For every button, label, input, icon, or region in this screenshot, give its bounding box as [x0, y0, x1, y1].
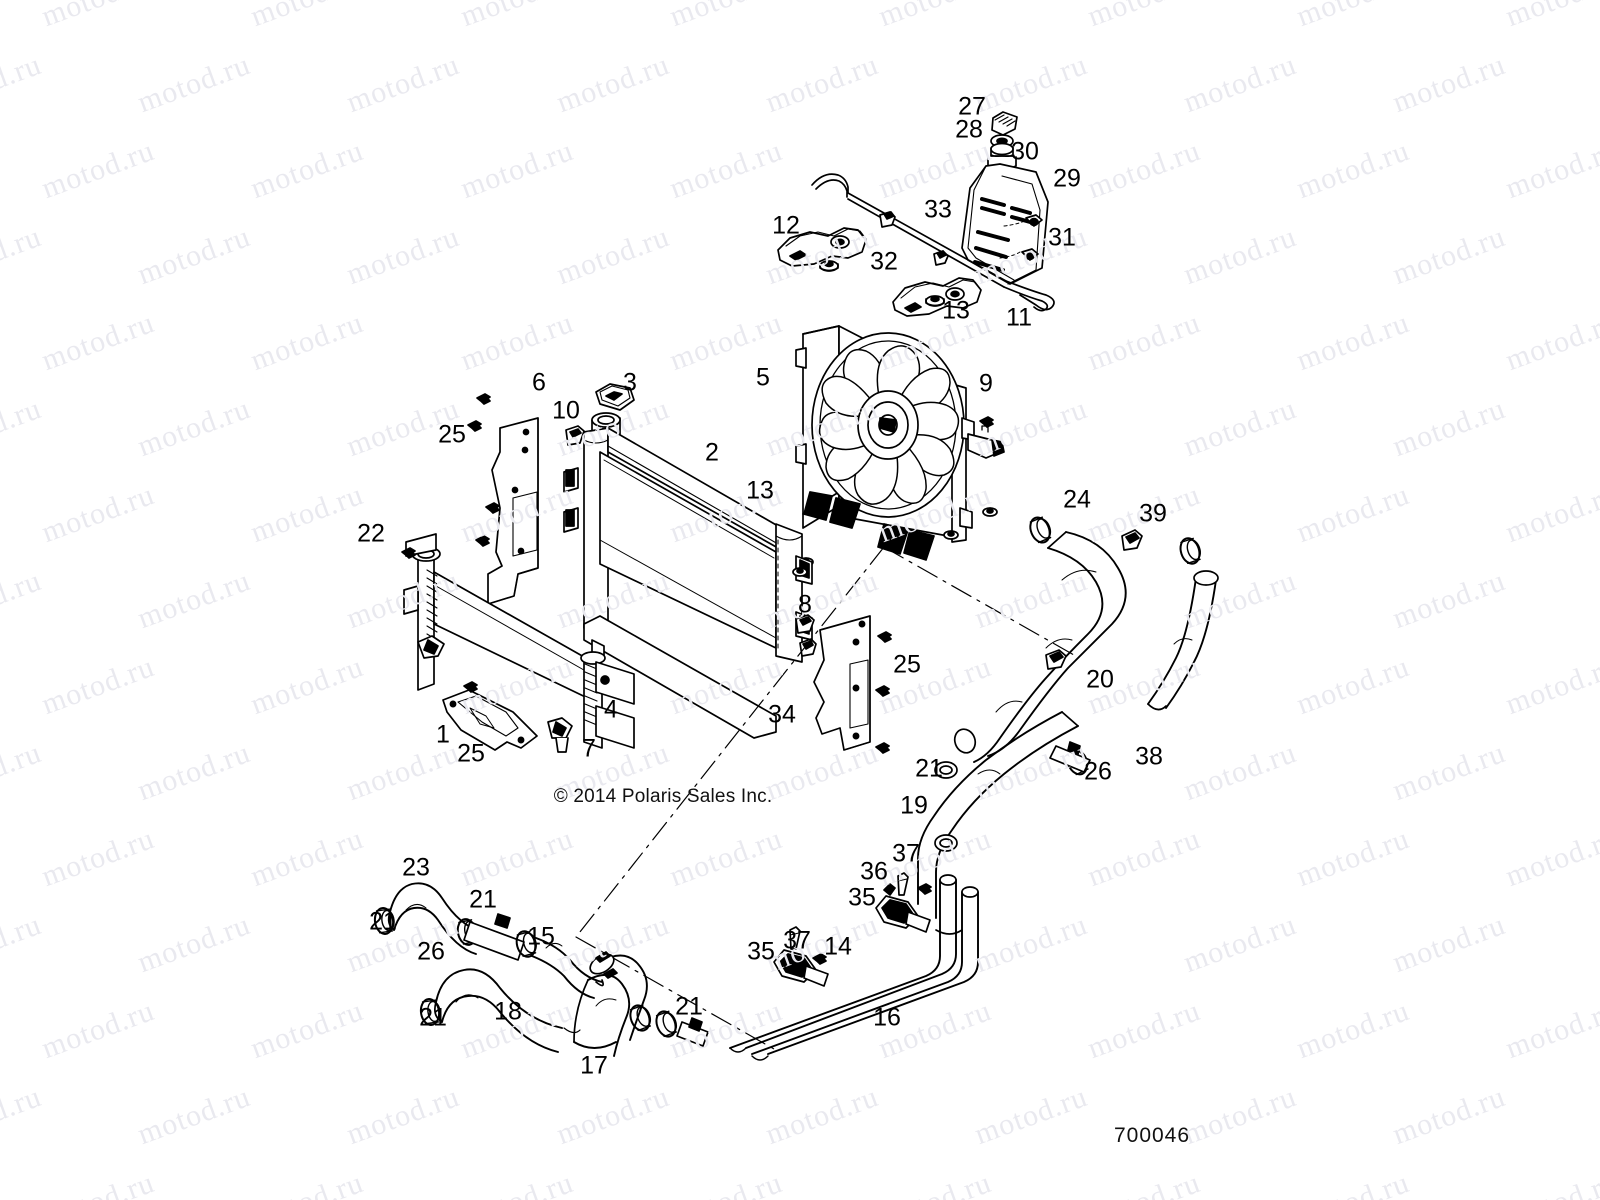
callout-feed-hose: 19	[900, 791, 928, 820]
callout-grommet: 10	[552, 396, 580, 425]
callout-overflow-tube: 33	[924, 195, 952, 224]
callout-drain-fitting: 7	[582, 734, 596, 763]
callout-reservoir-neck-seal: 30	[1011, 137, 1039, 166]
callout-right-air-shroud: 34	[768, 700, 796, 729]
return-hose-art	[418, 968, 581, 1053]
callout-hose-clamp: 21	[675, 992, 703, 1021]
callout-reservoir-cap: 27	[958, 92, 986, 121]
callout-return-hose: 18	[494, 997, 522, 1026]
callout-fan-assembly: 5	[756, 363, 770, 392]
lower-radiator-hose-art	[1147, 534, 1219, 711]
upper-strap-bracket-art	[777, 227, 867, 272]
callout-sensor-screw: 37	[783, 926, 811, 955]
coolant-temp-sensor-art	[773, 872, 932, 987]
callout-sensor-screw: 14	[824, 932, 852, 961]
callout-push-rivet: 25	[457, 739, 485, 768]
callout-oil-cooler-bracket: 4	[604, 695, 618, 724]
callout-cap-seal: 28	[955, 115, 983, 144]
callout-radiator-cap: 3	[623, 368, 637, 397]
callout-lower-shield-bracket: 1	[436, 720, 450, 749]
callout-reservoir-mount-stud: 31	[1048, 223, 1076, 252]
heater-hose-art	[372, 882, 483, 955]
callout-hose-clamp: 21	[469, 885, 497, 914]
coolant-reservoir-art	[961, 111, 1049, 285]
callout-hose-connector: 26	[417, 937, 445, 966]
overflow-tube-art	[811, 173, 1055, 312]
callout-coolant-tube-long: 16	[873, 1003, 901, 1032]
callout-bottle-strap-bracket: 11	[1006, 303, 1032, 332]
callout-coolant-temp-sensor: 35	[747, 937, 775, 966]
callout-hose-clamp: 21	[915, 754, 943, 783]
callout-flange-nut: 13	[942, 296, 970, 325]
diagram-number: 700046	[1113, 1124, 1191, 1147]
callout-spring-clamp: 39	[1139, 499, 1167, 528]
callout-radiator: 2	[705, 438, 719, 467]
upper-radiator-hose-art	[953, 513, 1143, 763]
callout-push-rivet: 25	[438, 420, 466, 449]
callout-lower-hose: 17	[580, 1051, 608, 1080]
feed-hose-art	[917, 711, 1093, 935]
callout-clip: 32	[870, 247, 898, 276]
fan-assembly-art	[795, 325, 1005, 567]
coolant-tube-long-art	[729, 874, 979, 1061]
callout-upper-radiator-hose: 20	[1086, 665, 1114, 694]
lower-shield-bracket-art	[442, 681, 538, 751]
copyright-text: © 2014 Polaris Sales Inc.	[553, 786, 773, 807]
callout-fan-connector-screw: 9	[979, 369, 993, 398]
radiator-art	[563, 383, 817, 739]
callout-hose-clamp: 21	[419, 1003, 447, 1032]
lower-strap-bracket-art	[892, 277, 982, 317]
callout-oil-cooler: 22	[357, 519, 385, 548]
callout-hose-connector: 26	[1084, 757, 1112, 786]
callout-hose-clamp: 21	[369, 907, 397, 936]
left-air-shroud-art	[467, 393, 539, 605]
callout-heater-hose: 23	[402, 853, 430, 882]
callout-sensor-bracket: 36	[860, 857, 888, 886]
right-air-shroud-art	[813, 615, 892, 754]
callout-coolant-temp-sensor: 35	[848, 883, 876, 912]
callout-spring-clamp: 24	[1063, 485, 1091, 514]
callout-clip-fastener: 8	[798, 590, 812, 619]
callout-flange-nut: 13	[746, 476, 774, 505]
callout-push-rivet: 25	[893, 650, 921, 679]
callout-upper-strap-bracket: 12	[772, 211, 800, 240]
callout-left-air-shroud: 6	[532, 368, 546, 397]
callout-bypass-hose: 15	[527, 922, 555, 951]
oil-cooler-art	[401, 533, 635, 753]
callout-lower-radiator-hose: 38	[1135, 742, 1163, 771]
callout-coolant-reservoir: 29	[1053, 164, 1081, 193]
callout-sensor-screw: 37	[892, 839, 920, 868]
lower-hose-art	[573, 951, 709, 1057]
